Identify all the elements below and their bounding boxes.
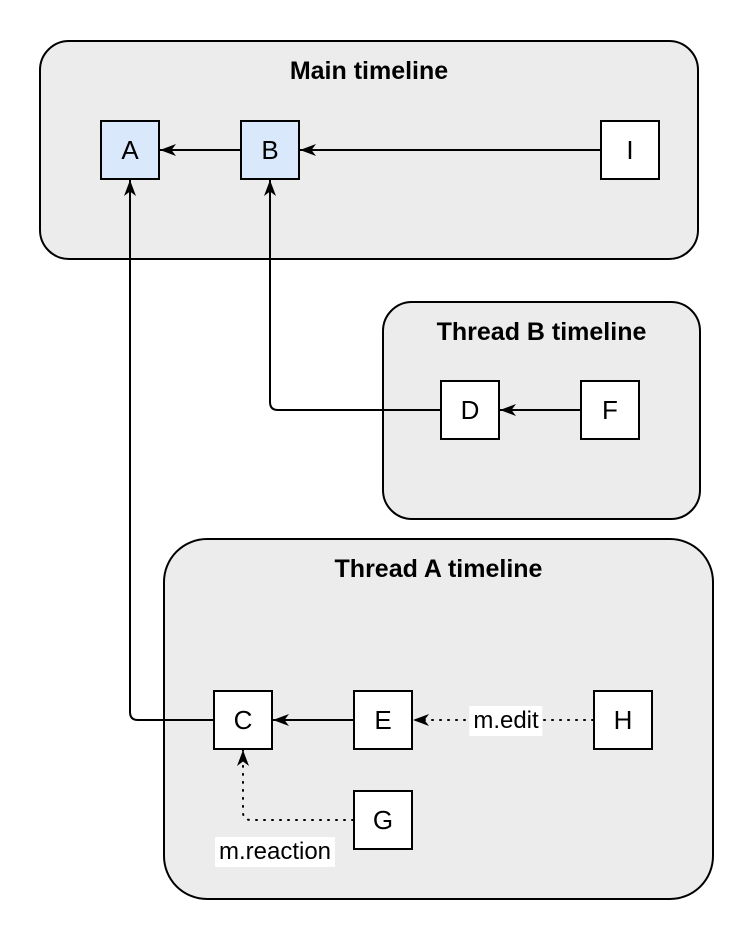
node-b: B: [240, 120, 300, 180]
node-a: A: [100, 120, 160, 180]
node-d: D: [440, 380, 500, 440]
node-g: G: [353, 790, 413, 850]
node-e: E: [353, 690, 413, 750]
thread-b-timeline-title: Thread B timeline: [436, 318, 647, 346]
container-thread-b-timeline: Thread B timeline: [382, 301, 701, 520]
edge-label-m-reaction: m.reaction: [214, 837, 336, 867]
node-h: H: [593, 690, 653, 750]
node-f: F: [580, 380, 640, 440]
edge-label-m-edit: m.edit: [469, 706, 543, 736]
main-timeline-title: Main timeline: [289, 57, 449, 85]
node-i: I: [600, 120, 660, 180]
thread-a-timeline-title: Thread A timeline: [334, 555, 543, 583]
node-c: C: [213, 690, 273, 750]
